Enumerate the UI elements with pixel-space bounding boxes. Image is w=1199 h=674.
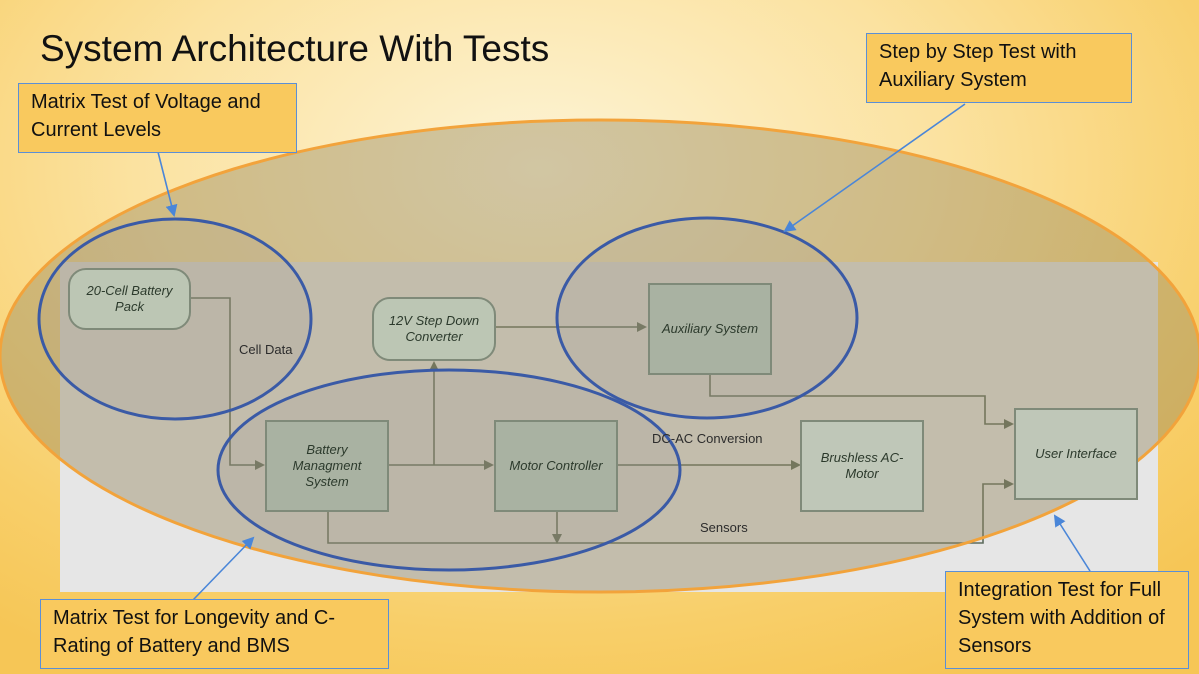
node-battery-pack: 20-Cell Battery Pack — [68, 268, 191, 330]
node-bms: Battery Managment System — [265, 420, 389, 512]
callout-step-by-step: Step by Step Test with Auxiliary System — [866, 33, 1132, 103]
connectors — [190, 297, 1014, 544]
node-step-down-converter: 12V Step Down Converter — [372, 297, 496, 361]
node-auxiliary-label: Auxiliary System — [661, 321, 759, 336]
node-auxiliary-system: Auxiliary System — [648, 283, 772, 375]
node-step-down-label: 12V Step Down Converter — [388, 313, 480, 344]
callout-longevity: Matrix Test for Longevity and C-Rating o… — [40, 599, 389, 669]
pointer-matrix-voltage — [157, 151, 178, 217]
pointer-integration — [1053, 514, 1091, 572]
callout-integration: Integration Test for Full System with Ad… — [945, 571, 1189, 669]
pointer-step-by-step — [783, 103, 966, 233]
edge-label-cell-data: Cell Data — [239, 342, 293, 357]
pointer-longevity — [192, 536, 255, 601]
node-user-interface-label: User Interface — [1035, 446, 1117, 461]
callout-matrix-voltage: Matrix Test of Voltage and Current Level… — [18, 83, 297, 153]
edge-sensors-to-ui — [327, 479, 1014, 544]
node-user-interface: User Interface — [1014, 408, 1138, 500]
node-motor-controller: Motor Controller — [494, 420, 618, 512]
callout-pointers — [157, 103, 1091, 601]
node-ac-motor: Brushless AC-Motor — [800, 420, 924, 512]
edge-pack-to-bms — [190, 297, 265, 470]
node-battery-pack-label: 20-Cell Battery Pack — [86, 283, 173, 314]
edge-auxiliary-to-ui — [709, 374, 1014, 429]
node-motor-controller-label: Motor Controller — [509, 458, 603, 473]
node-bms-label: Battery Managment System — [292, 442, 362, 489]
edge-label-sensors: Sensors — [700, 520, 748, 535]
edge-label-dc-ac: DC-AC Conversion — [652, 431, 763, 446]
node-ac-motor-label: Brushless AC-Motor — [820, 450, 904, 481]
slide-title: System Architecture With Tests — [40, 28, 550, 69]
